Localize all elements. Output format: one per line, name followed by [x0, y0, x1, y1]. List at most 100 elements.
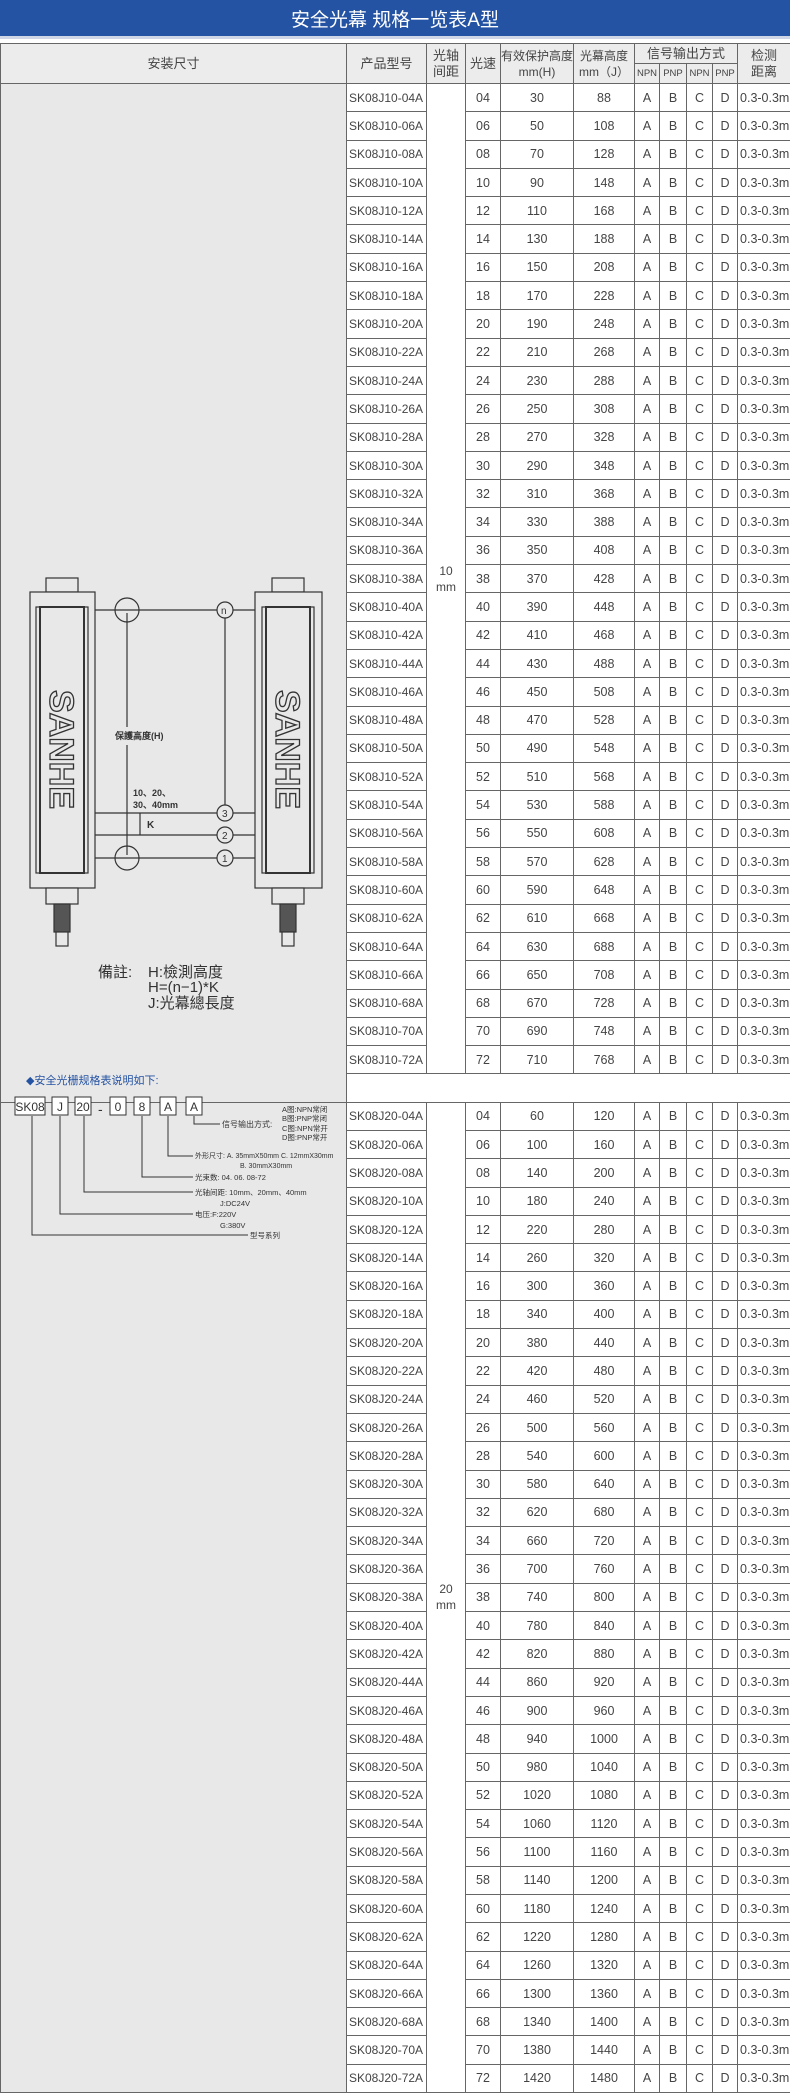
- distance-cell: 0.3-0.3m: [738, 791, 790, 819]
- distance-cell: 0.3-0.3m: [738, 1951, 790, 1979]
- output-cell: B: [660, 1923, 687, 1951]
- output-cell: D: [713, 1527, 738, 1555]
- model-cell: SK08J20-40A: [347, 1612, 427, 1640]
- height-j-cell: 1000: [574, 1725, 635, 1753]
- model-cell: SK08J10-60A: [347, 876, 427, 904]
- height-h-cell: 1100: [501, 1838, 574, 1866]
- output-cell: A: [635, 1838, 660, 1866]
- legend-cell: [1, 1102, 347, 2092]
- output-cell: A: [635, 1046, 660, 1074]
- beams-cell: 04: [466, 1102, 501, 1130]
- distance-cell: 0.3-0.3m: [738, 961, 790, 989]
- output-cell: A: [635, 734, 660, 762]
- output-cell: C: [687, 1046, 713, 1074]
- distance-cell: 0.3-0.3m: [738, 451, 790, 479]
- output-cell: A: [635, 1810, 660, 1838]
- beams-cell: 52: [466, 763, 501, 791]
- output-cell: D: [713, 961, 738, 989]
- output-cell: B: [660, 678, 687, 706]
- height-h-cell: 150: [501, 253, 574, 281]
- output-cell: D: [713, 678, 738, 706]
- height-j-cell: 448: [574, 593, 635, 621]
- output-cell: A: [635, 338, 660, 366]
- output-cell: C: [687, 932, 713, 960]
- height-h-cell: 1380: [501, 2036, 574, 2064]
- model-cell: SK08J20-26A: [347, 1413, 427, 1441]
- legend-title: ◆安全光栅规格表说明如下:: [26, 1073, 159, 1087]
- output-cell: D: [713, 1583, 738, 1611]
- output-cell: D: [713, 310, 738, 338]
- distance-cell: 0.3-0.3m: [738, 565, 790, 593]
- output-cell: C: [687, 140, 713, 168]
- height-h-cell: 1300: [501, 1979, 574, 2007]
- beams-cell: 06: [466, 112, 501, 140]
- height-j-cell: 528: [574, 706, 635, 734]
- height-j-cell: 1360: [574, 1979, 635, 2007]
- beams-cell: 18: [466, 282, 501, 310]
- output-cell: C: [687, 1385, 713, 1413]
- model-cell: SK08J20-30A: [347, 1470, 427, 1498]
- output-cell: D: [713, 565, 738, 593]
- header-pnp: PNP: [660, 64, 687, 84]
- distance-cell: 0.3-0.3m: [738, 1640, 790, 1668]
- height-h-cell: 590: [501, 876, 574, 904]
- height-j-cell: 748: [574, 1017, 635, 1045]
- output-cell: B: [660, 338, 687, 366]
- distance-cell: 0.3-0.3m: [738, 1187, 790, 1215]
- output-cell: C: [687, 706, 713, 734]
- output-cell: D: [713, 1300, 738, 1328]
- height-h-cell: 1020: [501, 1781, 574, 1809]
- model-cell: SK08J20-36A: [347, 1555, 427, 1583]
- output-cell: C: [687, 1442, 713, 1470]
- distance-cell: 0.3-0.3m: [738, 1385, 790, 1413]
- pitch-options-line1: 10、20、: [133, 788, 171, 798]
- output-cell: D: [713, 1810, 738, 1838]
- output-cell: C: [687, 848, 713, 876]
- beams-cell: 30: [466, 451, 501, 479]
- model-cell: SK08J20-62A: [347, 1923, 427, 1951]
- output-cell: B: [660, 1612, 687, 1640]
- height-h-cell: 100: [501, 1130, 574, 1158]
- height-h-cell: 530: [501, 791, 574, 819]
- output-cell: C: [687, 763, 713, 791]
- height-h-cell: 550: [501, 819, 574, 847]
- height-h-cell: 90: [501, 168, 574, 196]
- height-h-cell: 1340: [501, 2008, 574, 2036]
- height-h-cell: 370: [501, 565, 574, 593]
- height-j-cell: 800: [574, 1583, 635, 1611]
- output-cell: C: [687, 1555, 713, 1583]
- model-cell: SK08J20-52A: [347, 1781, 427, 1809]
- output-cell: D: [713, 1413, 738, 1441]
- output-cell: B: [660, 1470, 687, 1498]
- output-cell: B: [660, 1696, 687, 1724]
- height-j-cell: 160: [574, 1130, 635, 1158]
- output-cell: B: [660, 649, 687, 677]
- output-cell: B: [660, 1583, 687, 1611]
- output-cell: C: [687, 791, 713, 819]
- note-label: 備註:: [98, 964, 132, 981]
- model-cell: SK08J10-12A: [347, 197, 427, 225]
- output-cell: C: [687, 197, 713, 225]
- output-cell: C: [687, 508, 713, 536]
- output-cell: B: [660, 1498, 687, 1526]
- height-j-cell: 508: [574, 678, 635, 706]
- model-cell: SK08J20-64A: [347, 1951, 427, 1979]
- output-cell: A: [635, 112, 660, 140]
- height-j-cell: 840: [574, 1612, 635, 1640]
- distance-cell: 0.3-0.3m: [738, 1300, 790, 1328]
- height-j-cell: 600: [574, 1442, 635, 1470]
- height-j-cell: 588: [574, 791, 635, 819]
- output-label: 信号输出方式:: [222, 1119, 272, 1129]
- header-beams: 光速: [466, 44, 501, 84]
- height-h-cell: 1180: [501, 1895, 574, 1923]
- output-cell: C: [687, 1668, 713, 1696]
- series-label: 型号系列: [250, 1230, 280, 1240]
- code-box-label: 8: [139, 1100, 146, 1114]
- output-cell: B: [660, 1753, 687, 1781]
- height-j-cell: 1120: [574, 1810, 635, 1838]
- output-cell: D: [713, 1555, 738, 1583]
- beams-cell: 34: [466, 508, 501, 536]
- output-cell: A: [635, 621, 660, 649]
- output-cell: D: [713, 1753, 738, 1781]
- output-cell: A: [635, 1951, 660, 1979]
